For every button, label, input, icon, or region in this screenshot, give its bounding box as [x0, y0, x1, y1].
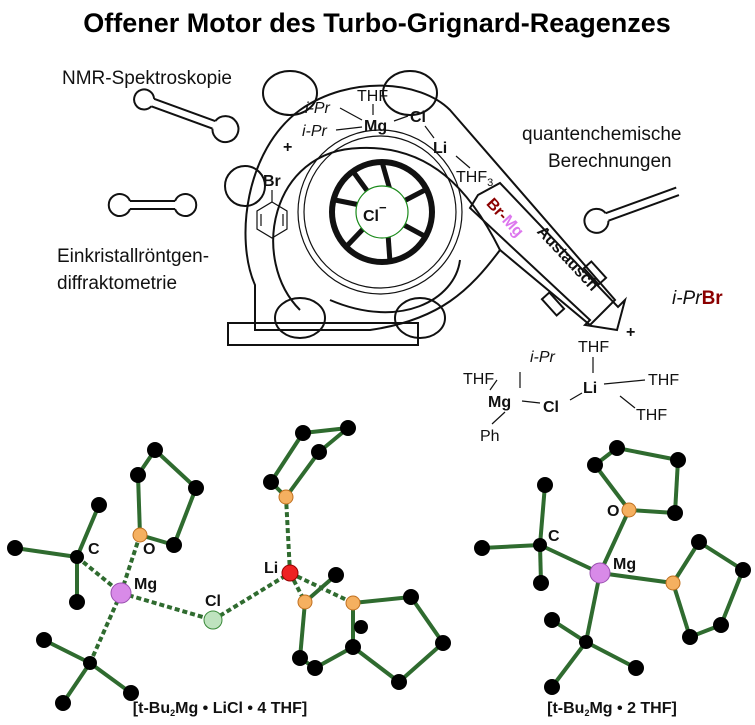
ipr-label-1: i-Pr	[305, 100, 331, 117]
ipr-label: i-Pr	[530, 349, 556, 366]
caption-right: [t-Bu2Mg • 2 THF]	[547, 700, 677, 718]
figure-title: Offener Motor des Turbo-Grignard-Reagenz…	[83, 8, 671, 38]
turbocharger-drawing	[224, 70, 627, 346]
crystal-structure-left: C O Mg Cl Li [t-Bu2Mg • LiCl • 4 THF]	[7, 420, 451, 718]
mg-label: Mg	[488, 394, 511, 411]
atom-label-mg: Mg	[613, 556, 636, 573]
plus-sign: +	[283, 139, 292, 156]
cl-label: Cl	[410, 109, 426, 126]
svg-text:Br-Mg: Br-Mg	[483, 195, 527, 240]
thf-label: THF	[357, 88, 388, 105]
plus-sign: +	[626, 324, 635, 341]
wrench-icon	[583, 186, 680, 234]
ph-label: Ph	[480, 428, 500, 445]
iprbr-product: i-PrBr	[672, 288, 723, 309]
ipr-label-2: i-Pr	[302, 123, 328, 140]
thf-label: THF	[636, 407, 667, 424]
crystal-structure-right: C O Mg [t-Bu2Mg • 2 THF]	[474, 440, 751, 718]
atom-label-mg: Mg	[134, 576, 157, 593]
method-quantum-line1: quantenchemische	[522, 124, 682, 145]
atom-label-o: O	[607, 503, 619, 520]
atom-label-c: C	[88, 541, 100, 558]
li-label: Li	[433, 140, 447, 157]
chloride-label: Cl−	[363, 200, 387, 225]
li-label: Li	[583, 380, 597, 397]
benzene-ring	[256, 190, 288, 239]
wrench-icon	[107, 193, 198, 217]
thf-label: THF	[578, 339, 609, 356]
thf-label: THF	[648, 372, 679, 389]
wrench-icon	[133, 88, 240, 144]
thf3-label: THF3	[456, 169, 493, 189]
atom-label-cl: Cl	[205, 593, 221, 610]
thf-label: THF	[463, 371, 494, 388]
br-label: Br	[263, 173, 281, 190]
mg-label: Mg	[364, 118, 387, 135]
method-xray-line1: Einkristallröntgen-	[57, 246, 209, 267]
exchange-arrow-label: Br-Mg Austausch	[483, 195, 602, 294]
atom-label-o: O	[143, 541, 155, 558]
cl-label: Cl	[543, 399, 559, 416]
product-complex: THF Li THF THF Cl Mg THF i-Pr Ph	[463, 339, 679, 445]
method-nmr: NMR-Spektroskopie	[62, 68, 232, 89]
caption-left: [t-Bu2Mg • LiCl • 4 THF]	[133, 700, 307, 718]
method-xray-line2: diffraktometrie	[57, 273, 177, 294]
svg-text:Austausch: Austausch	[533, 223, 601, 294]
atom-label-c: C	[548, 528, 560, 545]
method-quantum-line2: Berechnungen	[548, 151, 672, 172]
atom-label-li: Li	[264, 560, 278, 577]
